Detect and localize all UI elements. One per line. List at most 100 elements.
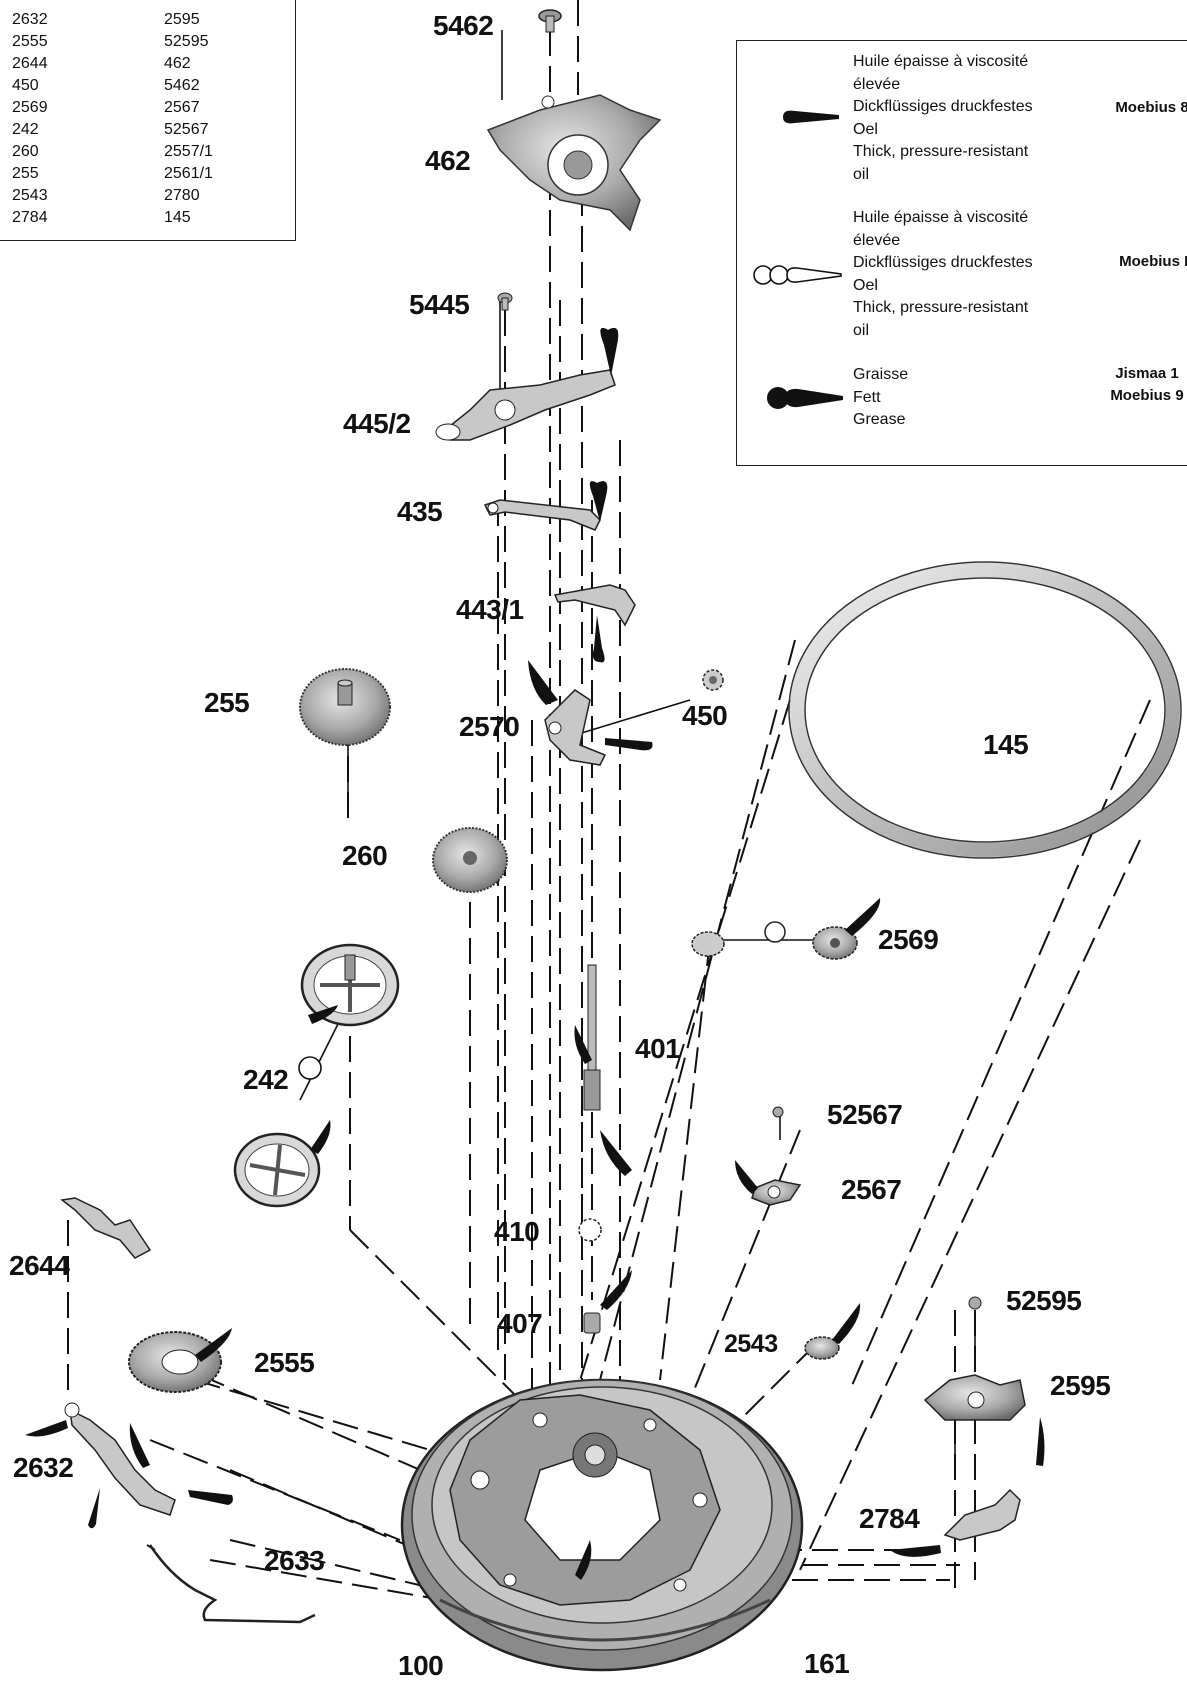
- case-ring-145: [788, 561, 1182, 859]
- callout-label: 145: [983, 729, 1029, 760]
- legend-entry-2-text: Huile épaisse à viscosité élevée Dickflü…: [853, 207, 1081, 342]
- double-drop-icon: [767, 387, 843, 409]
- table-cell: 462: [164, 55, 191, 72]
- parts-table: 2632 2595 2555 52595 2644 462 450 5462 2…: [0, 0, 296, 241]
- callout-label: 401: [635, 1033, 681, 1064]
- legend-line: Dickflüssiges druckfestes: [853, 98, 1033, 115]
- wheel-255: [299, 668, 391, 746]
- lever-2644: [60, 1197, 152, 1259]
- lubricant-legend: Huile épaisse à viscosité élevée Dickflü…: [736, 40, 1187, 466]
- legend-line: Thick, pressure-resistant: [853, 143, 1029, 160]
- legend-line: Fett: [853, 388, 881, 406]
- callout-label: 462: [425, 145, 471, 176]
- callout-label: 2569: [878, 924, 939, 955]
- legend-product: Moebius 9: [1110, 387, 1184, 404]
- legend-line: Oel: [853, 120, 878, 138]
- table-cell: 2780: [164, 187, 200, 204]
- legend-product: Moebius D: [1119, 253, 1187, 270]
- legend-line: Huile épaisse à viscosité: [853, 209, 1029, 226]
- wheel-2569: [691, 921, 858, 960]
- table-cell: 450: [12, 77, 39, 94]
- lever-445-2: [435, 369, 616, 441]
- part-52567: [772, 1106, 784, 1118]
- table-cell: 2567: [164, 99, 200, 116]
- table-cell: 2644: [12, 55, 48, 72]
- screw-52595: [968, 1296, 982, 1310]
- table-row: 2543 2780: [12, 187, 282, 209]
- spring-2633: [146, 1544, 316, 1624]
- table-row: 242 52567: [12, 121, 282, 143]
- callout-label: 2543: [724, 1330, 778, 1358]
- table-cell: 2561/1: [164, 165, 213, 182]
- table-row: 260 2557/1: [12, 143, 282, 165]
- legend-entry-1-product: Moebius 8: [1092, 97, 1187, 119]
- callout-label: 2570: [459, 711, 520, 742]
- callout-label: 435: [397, 496, 443, 527]
- wheel-middle: [432, 827, 508, 893]
- legend-line: Thick, pressure-resistant: [853, 299, 1029, 316]
- lever-435: [483, 499, 601, 531]
- legend-product: Moebius 8: [1115, 99, 1187, 116]
- pinion-407: [583, 1312, 601, 1334]
- legend-entry-1-text: Huile épaisse à viscosité élevée Dickflü…: [853, 51, 1081, 186]
- legend-line: Graisse: [853, 366, 909, 383]
- legend-line: oil: [853, 321, 870, 339]
- legend-line: Huile épaisse à viscosité: [853, 53, 1029, 70]
- table-cell: 52595: [164, 33, 209, 50]
- table-cell: 5462: [164, 77, 200, 94]
- table-cell: 2543: [12, 187, 48, 204]
- table-cell: 145: [164, 209, 191, 226]
- callout-label: 410: [494, 1216, 540, 1247]
- callout-label: 445/2: [343, 408, 411, 439]
- callout-label: 450: [682, 700, 728, 731]
- lever-2570: [544, 689, 607, 766]
- legend-line: Grease: [853, 411, 906, 428]
- callout-label: 2633: [264, 1545, 325, 1576]
- legend-line: Dickflüssiges druckfestes: [853, 254, 1033, 271]
- stem-401: [583, 964, 601, 1111]
- callout-label: 2632: [13, 1452, 74, 1483]
- table-row: 2555 52595: [12, 33, 282, 55]
- wheel-260: [300, 943, 400, 1027]
- lever-2784: [943, 1488, 1021, 1541]
- callout-label: 260: [342, 840, 388, 871]
- table-cell: 52567: [164, 121, 209, 138]
- legend-entry-3-text: Graisse Fett Grease: [853, 364, 1081, 432]
- callout-label: 443/1: [456, 594, 524, 625]
- pinion-410: [578, 1218, 602, 1242]
- table-cell: 2555: [12, 33, 48, 50]
- table-cell: 260: [12, 143, 39, 160]
- legend-product: Jismaa 1: [1115, 365, 1179, 382]
- callout-label: 2644: [9, 1250, 70, 1281]
- table-cell: 2784: [12, 209, 48, 226]
- table-cell: 2632: [12, 11, 48, 28]
- pinion-450: [702, 669, 724, 691]
- callout-label: 242: [243, 1064, 289, 1095]
- table-cell: 242: [12, 121, 39, 138]
- table-cell: 2595: [164, 11, 200, 28]
- legend-line: élevée: [853, 75, 901, 93]
- part-2567: [751, 1179, 802, 1206]
- table-row: 2784 145: [12, 209, 282, 231]
- callout-label: 2784: [859, 1503, 920, 1534]
- callout-label: 161: [804, 1648, 850, 1679]
- screw-5462: [538, 9, 562, 33]
- table-row: 2569 2567: [12, 99, 282, 121]
- wheel-242: [233, 1132, 321, 1208]
- callout-label: 52567: [827, 1099, 903, 1130]
- bridge-462: [486, 94, 662, 232]
- legend-entry-2-product: Moebius D: [1097, 251, 1187, 273]
- legend-line: oil: [853, 165, 870, 183]
- callout-label: 5462: [433, 10, 494, 41]
- hollow-drops-icon: [753, 265, 842, 285]
- callout-label: 5445: [409, 289, 470, 320]
- oil-drop-markers: [25, 327, 1045, 1580]
- table-row: 2632 2595: [12, 11, 282, 33]
- legend-entry-3-product: Jismaa 1 Moebius 9: [1082, 363, 1187, 407]
- table-row: 255 2561/1: [12, 165, 282, 187]
- legend-line: élevée: [853, 231, 901, 249]
- callout-label: 2555: [254, 1347, 315, 1378]
- legend-line: Oel: [853, 276, 878, 294]
